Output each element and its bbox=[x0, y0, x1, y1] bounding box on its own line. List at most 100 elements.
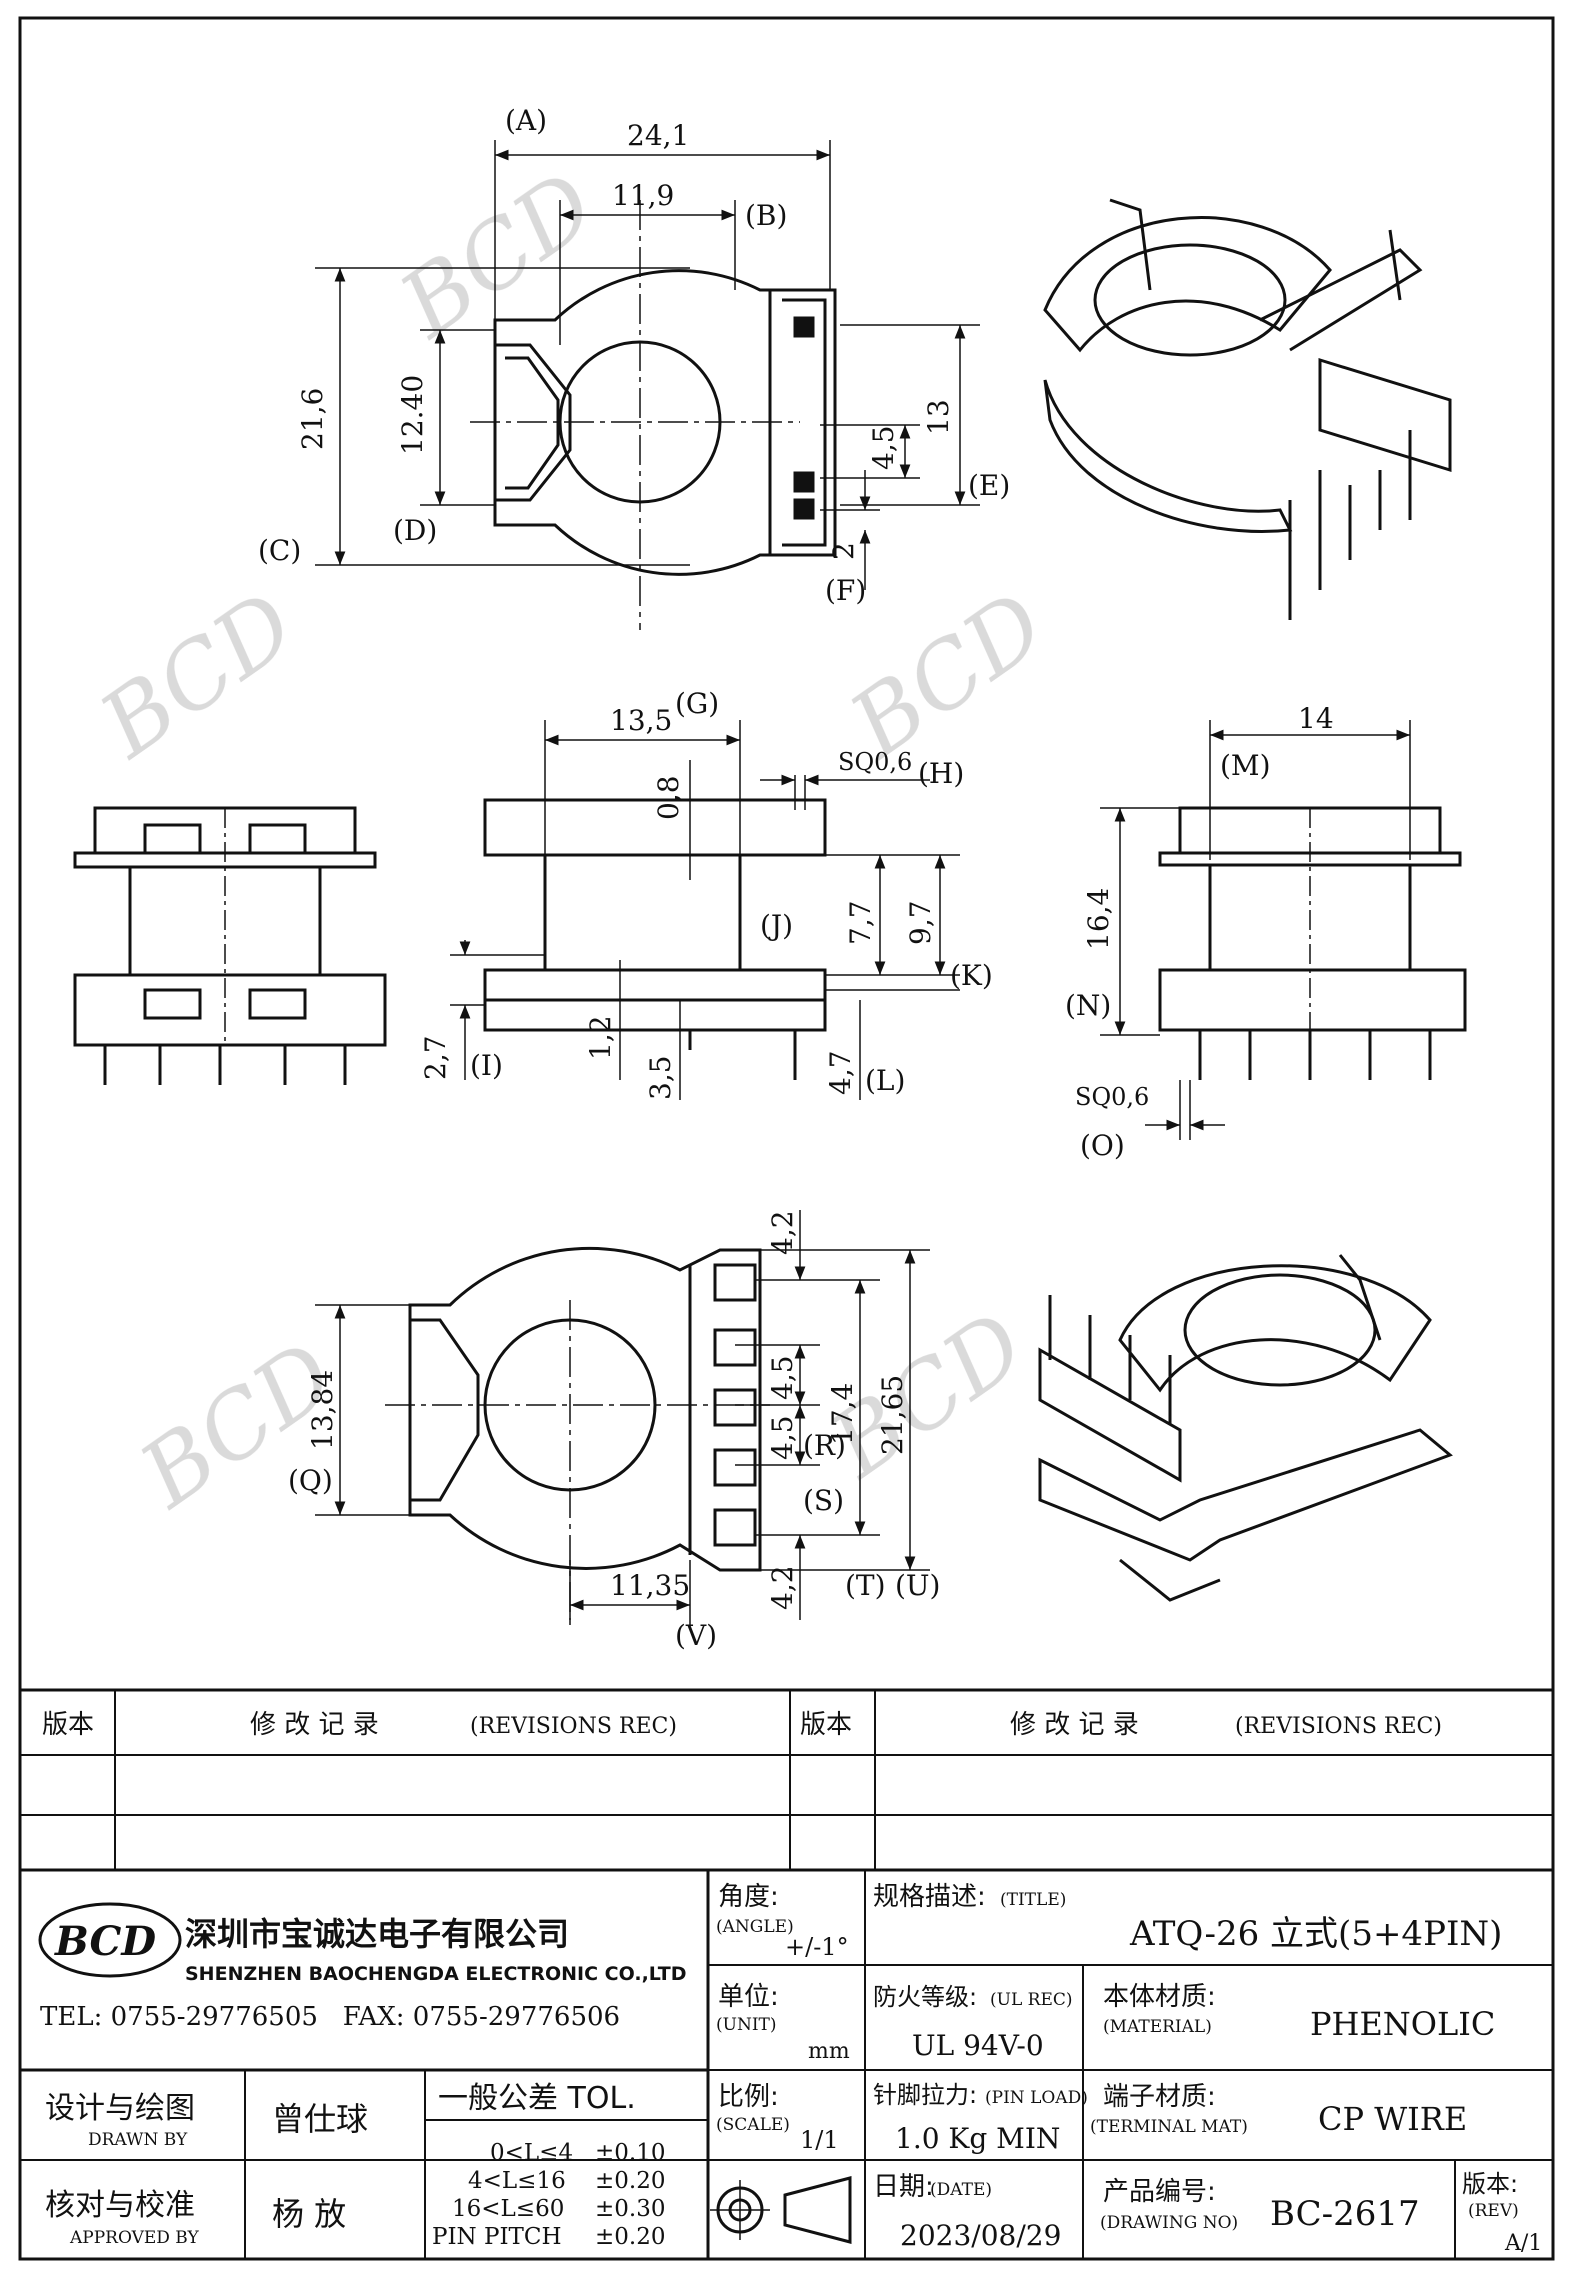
tol-value: ±0.10 bbox=[595, 2140, 665, 2166]
terminal-value: CP WIRE bbox=[1318, 2100, 1467, 2138]
drawn-label-en: DRAWN BY bbox=[88, 2130, 188, 2150]
company-logo: BCD bbox=[38, 1902, 182, 1978]
dim-11-35: 11,35 bbox=[610, 1569, 690, 1602]
rev-value: A/1 bbox=[1504, 2231, 1542, 2256]
bottom-pin-slot bbox=[713, 1263, 757, 1302]
rev-col4-header-cn: 修 改 记 录 bbox=[1010, 1710, 1139, 1740]
label-e: (E) bbox=[968, 469, 1010, 502]
iso-bottom-hole bbox=[1183, 1273, 1377, 1387]
side-left-notch bbox=[248, 988, 307, 1020]
side-center-dim-text: 13,5 (G) 0,8 SQ0,6 (H) (J) 7,7 9,7 (K) 2… bbox=[419, 687, 993, 1100]
tol-range: 4<L≤16 bbox=[468, 2168, 566, 2194]
dim-13-5: 13,5 bbox=[610, 704, 672, 737]
rev-col2-header-en: (REVISIONS REC) bbox=[470, 1714, 677, 1739]
terminal-label: 端子材质: bbox=[1103, 2082, 1216, 2112]
label-r: (R) bbox=[803, 1429, 846, 1462]
approved-label-en: APPROVED BY bbox=[69, 2228, 200, 2248]
tolerance-table: 0<L≤4 ±0.10 4<L≤16 ±0.20 16<L≤60 ±0.30 P… bbox=[432, 2140, 665, 2250]
dim-7-7: 7,7 bbox=[844, 900, 877, 945]
dim-2-7: 2,7 bbox=[419, 1035, 452, 1080]
dim-16-4: 16,4 bbox=[1082, 888, 1115, 950]
dim-14: 14 bbox=[1298, 702, 1334, 735]
bottom-pin-slot bbox=[713, 1508, 757, 1547]
unit-label-en: (UNIT) bbox=[716, 2015, 777, 2035]
side-center-dims bbox=[450, 720, 960, 1100]
label-f: (F) bbox=[825, 574, 866, 607]
scale-label-en: (SCALE) bbox=[716, 2115, 790, 2135]
tol-range: PIN PITCH bbox=[432, 2224, 562, 2250]
drawn-value: 曾仕球 bbox=[272, 2100, 368, 2138]
material-label-en: (MATERIAL) bbox=[1103, 2017, 1212, 2037]
date-value: 2023/08/29 bbox=[900, 2219, 1061, 2252]
side-view-left bbox=[73, 806, 387, 1085]
scale-value: 1/1 bbox=[800, 2126, 839, 2154]
top-view-core-notch-inner bbox=[505, 356, 560, 490]
company-logo-text: BCD bbox=[54, 1918, 156, 1965]
drawing-label: 产品编号: bbox=[1103, 2177, 1216, 2207]
bottom-view-dim-text: 4,2 4,5 4,5 17,4 21,65 4,2 13,84 11,35 (… bbox=[288, 1210, 940, 1652]
label-q: (Q) bbox=[288, 1464, 333, 1497]
unit-label: 单位: bbox=[718, 1982, 779, 2012]
spec-label: 规格描述: bbox=[873, 1882, 986, 1912]
material-value: PHENOLIC bbox=[1310, 2005, 1495, 2043]
tol-value: ±0.30 bbox=[595, 2196, 665, 2222]
watermark-text: BCD bbox=[381, 152, 614, 359]
dim-9-7: 9,7 bbox=[904, 900, 937, 945]
label-k: (K) bbox=[950, 959, 993, 992]
scale-label: 比例: bbox=[718, 2082, 779, 2112]
iso-bottom-top-flange bbox=[1118, 1264, 1432, 1393]
dim-4-5: 4,5 bbox=[867, 425, 900, 470]
pinload-value: 1.0 Kg MIN bbox=[895, 2122, 1060, 2155]
label-u: (U) bbox=[895, 1569, 940, 1602]
label-t: (T) bbox=[845, 1569, 886, 1602]
top-view-pin-rail-inner bbox=[782, 298, 827, 547]
dim-2: 2 bbox=[827, 542, 860, 560]
sheet-border bbox=[18, 16, 1555, 2261]
label-b: (B) bbox=[745, 199, 787, 232]
side-left-notch bbox=[143, 823, 202, 855]
spec-label-en: (TITLE) bbox=[1000, 1890, 1066, 1910]
rev-col4-header-en: (REVISIONS REC) bbox=[1235, 1714, 1442, 1739]
label-j: (J) bbox=[760, 909, 793, 942]
label-c: (C) bbox=[258, 534, 301, 567]
tol-value: ±0.20 bbox=[595, 2224, 665, 2250]
iso-view-top bbox=[1043, 198, 1452, 620]
iso-rail bbox=[1259, 248, 1423, 352]
label-a: (A) bbox=[505, 104, 547, 137]
end-base bbox=[1158, 968, 1467, 1032]
revision-table bbox=[20, 1688, 1553, 1872]
dim-sq06-o: SQ0,6 bbox=[1075, 1083, 1149, 1111]
drawing-label-en: (DRAWING NO) bbox=[1100, 2213, 1238, 2233]
iso-pin-block bbox=[1318, 357, 1452, 473]
angle-label-en: (ANGLE) bbox=[716, 1917, 794, 1937]
bottom-view bbox=[408, 1246, 762, 1572]
dim-4-5-a: 4,5 bbox=[766, 1355, 799, 1400]
approved-label: 核对与校准 bbox=[45, 2188, 195, 2223]
top-view-pin-box bbox=[793, 498, 815, 520]
dim-sq06-h: SQ0,6 bbox=[838, 748, 912, 776]
terminal-label-en: (TERMINAL MAT) bbox=[1090, 2117, 1248, 2137]
material-label: 本体材质: bbox=[1103, 1982, 1216, 2012]
unit-value: mm bbox=[808, 2039, 850, 2064]
tol-value: ±0.20 bbox=[595, 2168, 665, 2194]
dim-17-4: 17,4 bbox=[826, 1383, 859, 1445]
dim-13: 13 bbox=[922, 399, 955, 435]
top-view-pin-box bbox=[793, 471, 815, 493]
top-view-dim-text: 24,1 11,9 21,6 12.40 13 4,5 2 (A) (B) (C… bbox=[258, 104, 1010, 607]
side-view-center bbox=[483, 798, 827, 1080]
angle-label: 角度: bbox=[718, 1882, 779, 1912]
projection-symbol-icon bbox=[710, 2176, 852, 2244]
label-d: (D) bbox=[393, 514, 437, 547]
spec-value: ATQ-26 立式(5+4PIN) bbox=[1129, 1914, 1502, 1954]
iso-bottom-pin-block bbox=[1038, 1347, 1182, 1483]
revision-table-headers: 版本 修 改 记 录 (REVISIONS REC) 版本 修 改 记 录 (R… bbox=[42, 1710, 1442, 1740]
side-center-winding bbox=[543, 853, 742, 972]
bottom-view-notch bbox=[410, 1318, 480, 1502]
drawn-label: 设计与绘图 bbox=[45, 2091, 195, 2126]
bottom-view-body bbox=[408, 1246, 762, 1572]
side-left-notch bbox=[143, 988, 202, 1020]
top-view-centerlines bbox=[470, 200, 800, 630]
side-left-notch bbox=[248, 823, 307, 855]
date-label: 日期: bbox=[873, 2172, 934, 2202]
dim-4-5-b: 4,5 bbox=[766, 1415, 799, 1460]
